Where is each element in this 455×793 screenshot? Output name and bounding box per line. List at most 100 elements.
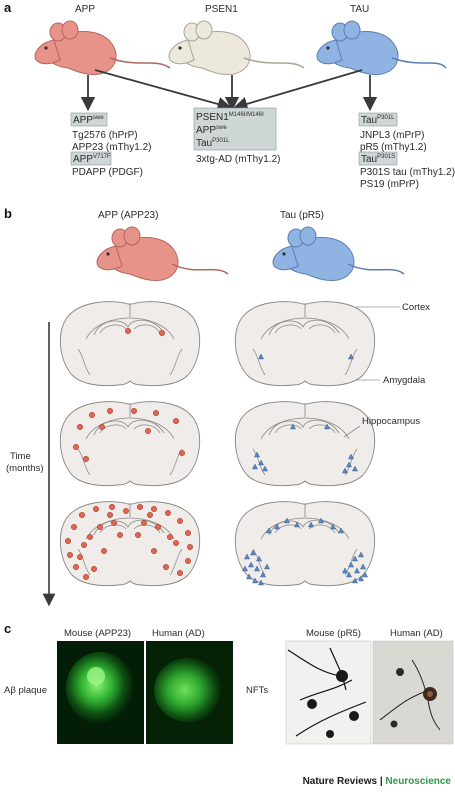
left-tag-2: APPV717F	[73, 154, 111, 165]
right-tag-1-bg	[358, 112, 398, 127]
tangle-mark	[346, 461, 352, 468]
plaque-dot	[97, 524, 104, 531]
tangle-mark	[354, 567, 360, 574]
arrow-tau-middle	[233, 69, 363, 111]
plaque-dot	[144, 428, 151, 435]
mouse-label-app23: APP (APP23)	[98, 210, 158, 221]
hippocampus-label: Hippocampus	[362, 416, 420, 427]
right-tag-2-bg	[358, 151, 398, 166]
plaque-dot	[77, 424, 84, 431]
hippocampus-leader	[343, 425, 361, 438]
right-line-1: JNPL3 (mPrP)	[360, 130, 424, 141]
tangle-mark	[352, 555, 358, 562]
plaque-dot	[107, 408, 114, 415]
mouse-label-pr5: Tau (pR5)	[280, 210, 324, 221]
tangle-mark	[348, 353, 354, 360]
plaque-dot	[111, 520, 118, 527]
left-tag-1: APPswe	[73, 115, 104, 126]
nft-human-somata	[390, 668, 437, 728]
amygdala-label: Amygdala	[383, 375, 426, 386]
tangle-mark	[254, 451, 260, 458]
tangle-mark	[360, 563, 366, 570]
left-tag-2-bg	[70, 151, 112, 166]
tangle-mark	[260, 571, 266, 578]
plaque-dot	[185, 529, 192, 536]
app-brain-early	[59, 301, 201, 387]
tangle-mark	[254, 565, 260, 572]
nft-human-image	[372, 640, 454, 745]
tangle-mark	[252, 463, 258, 470]
time-label-bg	[4, 448, 48, 476]
plaque-dot	[155, 524, 162, 531]
tangle-mark	[294, 521, 300, 528]
pr5-mouse-icon	[272, 226, 405, 282]
time-units-label: (months)	[6, 463, 43, 474]
human-ad-header-left: Human (AD)	[152, 628, 205, 639]
panel-label-b: b	[4, 206, 12, 221]
tangle-mark	[358, 575, 364, 582]
plaque-dot	[151, 506, 158, 513]
panel-label-a: a	[4, 0, 12, 15]
plaque-dot	[116, 531, 123, 538]
plaque-dot	[99, 424, 106, 431]
abeta-plaque-label: Aβ plaque	[4, 685, 47, 696]
brain-grid	[59, 301, 376, 587]
mouse-label-app: APP	[75, 4, 95, 15]
plaque-dot	[167, 533, 174, 540]
middle-line-1: 3xtg-AD (mThy1.2)	[196, 154, 280, 165]
plaque-dot	[177, 570, 184, 577]
tangle-mark	[256, 555, 262, 562]
left-line-2: APP23 (mThy1.2)	[72, 142, 151, 153]
right-tag-2: TauP301S	[361, 154, 395, 165]
mouse-label-tau: TAU	[350, 4, 369, 15]
plaque-dot	[73, 564, 80, 571]
tangle-mark	[358, 551, 364, 558]
plaque-dot	[87, 533, 94, 540]
plaque-dot	[83, 574, 90, 581]
plaque-dot	[173, 418, 180, 425]
left-line-1: Tg2576 (hPrP)	[72, 130, 138, 141]
tau-brain-early	[234, 301, 376, 387]
panel-label-c: c	[4, 621, 11, 636]
time-label: Time	[10, 451, 31, 462]
tangle-mark	[342, 467, 348, 474]
plaque-dot	[81, 542, 88, 548]
plaque-dot	[165, 510, 172, 517]
tangle-mark	[324, 423, 330, 430]
tangle-mark	[346, 571, 352, 578]
tangle-mark	[348, 453, 354, 460]
app-brain-mid	[59, 401, 201, 487]
plaque-dot	[101, 548, 108, 554]
plaque-dot	[179, 449, 186, 456]
tangle-mark	[362, 571, 368, 578]
plaque-dot	[177, 518, 184, 525]
nft-mouse-somata	[307, 670, 359, 738]
plaque-dot	[83, 455, 90, 462]
plaque-dot	[122, 508, 129, 515]
tangle-mark	[308, 521, 314, 528]
tangle-mark	[338, 527, 344, 534]
tangle-mark	[290, 423, 296, 430]
plaque-dot	[77, 553, 84, 560]
right-line-2: pR5 (mThy1.2)	[360, 142, 427, 153]
tangle-mark	[258, 353, 264, 360]
plaque-dot	[185, 557, 192, 564]
tau-brain-late	[234, 501, 376, 587]
plaque-human-image	[154, 658, 222, 722]
plaque-mouse-image	[66, 652, 134, 724]
plaque-dot	[131, 408, 137, 415]
plaque-dot	[159, 329, 166, 336]
arrow-app-middle	[94, 69, 232, 112]
tangle-mark	[262, 465, 268, 472]
tangle-mark	[266, 527, 272, 534]
middle-tags-bg	[193, 107, 277, 151]
plaque-dot	[107, 512, 114, 519]
nfts-label: NFTs	[246, 685, 268, 696]
plaque-dot	[91, 566, 98, 573]
mouse-pr5-header: Mouse (pR5)	[306, 628, 361, 639]
tangle-mark	[284, 517, 290, 524]
tangle-mark	[274, 523, 280, 530]
plaque-dot	[89, 412, 96, 419]
tangle-mark	[252, 577, 258, 584]
tangle-mark	[242, 565, 248, 572]
